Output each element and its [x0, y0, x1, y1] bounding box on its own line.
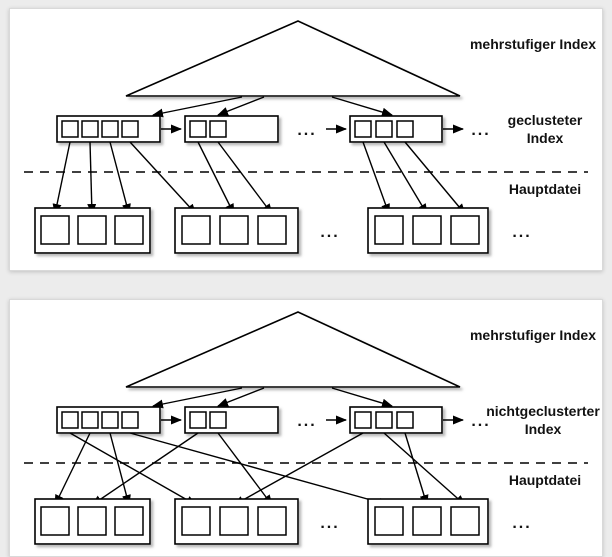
record-cell — [114, 215, 144, 245]
pointer-arrow — [404, 432, 429, 506]
index-cell — [121, 411, 139, 429]
record-cell — [412, 506, 442, 536]
index-cell — [189, 411, 207, 429]
pointer-arrow — [152, 387, 243, 409]
index-type-label-line2: Index — [525, 421, 562, 437]
ellipsis-text: ... — [471, 413, 490, 430]
index-cell — [61, 411, 79, 429]
record-cell — [374, 215, 404, 245]
pointer-arrow — [109, 432, 131, 506]
record-cell — [181, 215, 211, 245]
pointer-arrow — [91, 432, 199, 506]
pointer-arrow — [362, 141, 390, 215]
ellipsis-text: ... — [512, 515, 531, 532]
index-block-3 — [349, 115, 443, 143]
main-file-label: Hauptdatei — [509, 181, 581, 197]
index-cell — [189, 120, 207, 138]
index-cell — [121, 120, 139, 138]
pointer-arrow — [331, 96, 393, 117]
pointer-arrow — [152, 96, 243, 118]
index-block-1 — [56, 115, 161, 143]
pointer-arrow — [217, 96, 265, 116]
multilevel-index-label: mehrstufiger Index — [470, 327, 596, 343]
index-cell — [375, 411, 393, 429]
ellipsis-text: ... — [297, 122, 316, 139]
record-cell — [40, 506, 70, 536]
file-block-B — [174, 498, 299, 545]
file-block-C — [367, 498, 489, 545]
index-cell — [209, 411, 227, 429]
multilevel-index-triangle — [125, 20, 461, 97]
index-block-2 — [184, 406, 279, 434]
pointer-arrow — [129, 141, 197, 215]
clustered-index-diagram: mehrstufiger Index ... ... geclusteter I… — [24, 20, 596, 254]
triangle-to-index-arrows — [152, 387, 393, 409]
ellipsis-text: ... — [297, 413, 316, 430]
record-cell — [40, 215, 70, 245]
multilevel-index-triangle — [125, 311, 461, 388]
file-block-C — [367, 207, 489, 254]
nonclustered-index-figure: mehrstufiger Index ... ... nichtgecluste… — [9, 299, 603, 557]
index-cell — [396, 120, 414, 138]
pointer-arrow — [383, 432, 466, 506]
index-cell — [101, 120, 119, 138]
index-type-label-line2: Index — [527, 130, 564, 146]
index-cell — [396, 411, 414, 429]
nonclustered-index-diagram: mehrstufiger Index ... ... nichtgecluste… — [24, 311, 600, 545]
pointer-arrow — [69, 432, 197, 506]
index-cell — [81, 120, 99, 138]
file-block-A — [34, 207, 151, 254]
index-block-3 — [349, 406, 443, 434]
ellipsis-text: ... — [320, 515, 339, 532]
index-block-2 — [184, 115, 279, 143]
index-cell — [81, 411, 99, 429]
pointer-arrow — [217, 387, 265, 407]
pointer-arrow — [233, 432, 364, 506]
record-cell — [219, 506, 249, 536]
record-cell — [450, 506, 480, 536]
pointer-arrow — [87, 141, 97, 215]
triangle-to-index-arrows — [152, 96, 393, 118]
index-cell — [354, 120, 372, 138]
record-cell — [450, 215, 480, 245]
index-type-label-line1: nichtgeclusterter — [486, 403, 600, 419]
index-to-file-pointers — [54, 432, 466, 507]
index-block-1 — [56, 406, 161, 434]
pointer-arrow — [129, 432, 390, 507]
ellipsis-text: ... — [320, 224, 339, 241]
record-cell — [257, 506, 287, 536]
file-block-A — [34, 498, 151, 545]
multilevel-index-label: mehrstufiger Index — [470, 36, 596, 52]
pointer-arrow — [217, 432, 273, 506]
index-cell — [375, 120, 393, 138]
index-cell — [61, 120, 79, 138]
index-cell — [354, 411, 372, 429]
pointer-arrow — [331, 387, 393, 408]
record-cell — [374, 506, 404, 536]
pointer-arrow — [383, 141, 428, 215]
record-cell — [412, 215, 442, 245]
ellipsis-text: ... — [512, 224, 531, 241]
record-cell — [181, 506, 211, 536]
main-file-label: Hauptdatei — [509, 472, 581, 488]
pointer-arrow — [54, 432, 91, 506]
index-cell — [209, 120, 227, 138]
ellipsis-text: ... — [471, 122, 490, 139]
record-cell — [77, 506, 107, 536]
pointer-arrow — [217, 141, 273, 215]
record-cell — [219, 215, 249, 245]
pointer-arrow — [109, 141, 131, 215]
index-to-file-pointers — [52, 141, 466, 215]
pointer-arrow — [404, 141, 466, 215]
index-cell — [101, 411, 119, 429]
pointer-arrow — [52, 141, 71, 215]
index-type-label-line1: geclusteter — [508, 112, 583, 128]
pointer-arrow — [197, 141, 235, 215]
file-block-B — [174, 207, 299, 254]
clustered-index-figure: mehrstufiger Index ... ... geclusteter I… — [9, 8, 603, 271]
record-cell — [77, 215, 107, 245]
record-cell — [257, 215, 287, 245]
record-cell — [114, 506, 144, 536]
